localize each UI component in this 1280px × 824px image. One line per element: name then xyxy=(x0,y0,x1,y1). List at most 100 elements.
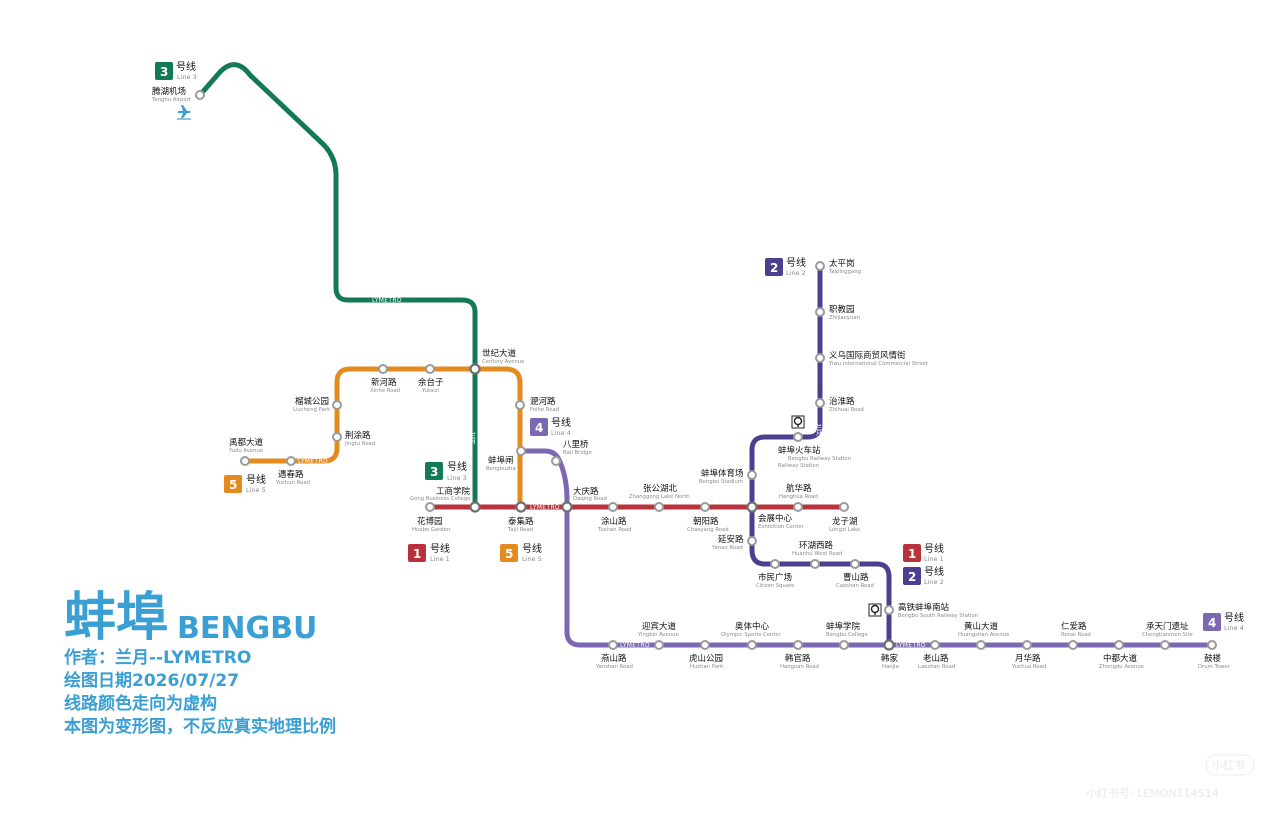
badge-line1-left[interactable]: 1 号线 Line 1 xyxy=(408,542,450,563)
station-zhongdu[interactable] xyxy=(1114,640,1124,650)
station-yutai[interactable] xyxy=(425,364,435,374)
svg-text:Tushan Road: Tushan Road xyxy=(597,527,631,533)
svg-text:治淮路: 治淮路 xyxy=(829,396,855,407)
badge-line4-west[interactable]: 4 号线 Line 4 xyxy=(530,416,571,437)
station-hanghua[interactable] xyxy=(793,502,803,512)
station-longzihu[interactable] xyxy=(839,502,849,512)
station-yingbin[interactable] xyxy=(654,640,664,650)
label-gulou: 鼓楼 Drum Tower xyxy=(1198,653,1231,670)
station-stadium[interactable] xyxy=(747,470,757,480)
station-tenghu[interactable] xyxy=(195,90,205,100)
station-xinhe[interactable] xyxy=(378,364,388,374)
station-yuchun[interactable] xyxy=(286,456,296,466)
station-huangshan[interactable] xyxy=(976,640,986,650)
station-olympic[interactable] xyxy=(747,640,757,650)
svg-text:Liucheng Park: Liucheng Park xyxy=(293,407,331,413)
station-college[interactable] xyxy=(839,640,849,650)
station-huabo[interactable] xyxy=(425,502,435,512)
svg-text:1: 1 xyxy=(908,547,916,561)
svg-text:老山路: 老山路 xyxy=(923,653,949,664)
svg-text:Line 4: Line 4 xyxy=(551,429,571,437)
station-gongshang[interactable] xyxy=(469,501,481,513)
svg-text:太平岗: 太平岗 xyxy=(829,258,855,269)
svg-text:4: 4 xyxy=(535,421,543,435)
station-baliqiao[interactable] xyxy=(551,456,561,466)
badge-line5-bottom[interactable]: 5 号线 Line 5 xyxy=(500,542,542,563)
station-yiwu[interactable] xyxy=(815,353,825,363)
station-jingtu[interactable] xyxy=(332,432,342,442)
svg-text:Chengtianmen Site: Chengtianmen Site xyxy=(1142,632,1193,638)
station-bengbuzha[interactable] xyxy=(516,446,526,456)
station-feihe[interactable] xyxy=(515,400,525,410)
svg-text:2: 2 xyxy=(908,570,916,584)
line4-track xyxy=(518,448,1215,648)
station-taipinggang[interactable] xyxy=(815,261,825,271)
watermark: 小红书 小红书号: LEMON114514 xyxy=(1086,754,1255,800)
badge-line2-right[interactable]: 2 号线 Line 2 xyxy=(903,565,944,586)
station-yanshan[interactable] xyxy=(608,640,618,650)
svg-text:淝河路: 淝河路 xyxy=(530,396,556,407)
label-laoshan: 老山路 Laoshan Road xyxy=(918,653,955,670)
credit-line-1: 作者：兰月--LYMETRO xyxy=(64,647,251,668)
badge-line2-top[interactable]: 2 号线 Line 2 xyxy=(765,256,806,277)
station-laoshan[interactable] xyxy=(930,640,940,650)
svg-text:市民广场: 市民广场 xyxy=(758,572,792,583)
station-zhijiaoyuan[interactable] xyxy=(815,307,825,317)
station-shimin[interactable] xyxy=(770,559,780,569)
badge-line3-mid[interactable]: 3 号线 Line 3 xyxy=(425,460,467,482)
svg-text:LYMETRO: LYMETRO xyxy=(530,504,560,511)
station-hanjia[interactable] xyxy=(883,639,895,651)
station-chaoyang[interactable] xyxy=(700,502,710,512)
svg-text:Citizen Square: Citizen Square xyxy=(756,583,794,589)
station-taiji[interactable] xyxy=(515,501,527,513)
station-daqing[interactable] xyxy=(561,501,573,513)
svg-text:Line 3: Line 3 xyxy=(177,73,197,81)
svg-text:八里桥: 八里桥 xyxy=(563,439,589,450)
station-huizhan[interactable] xyxy=(746,501,758,513)
svg-text:Line 5: Line 5 xyxy=(246,486,266,494)
label-yiwu: 义乌国际商贸风情街 Yiwu International Commercial … xyxy=(828,350,928,367)
station-huanhu[interactable] xyxy=(810,559,820,569)
station-southrail[interactable] xyxy=(884,605,894,615)
svg-text:韩官路: 韩官路 xyxy=(785,653,811,664)
svg-text:LYMETRO: LYMETRO xyxy=(298,458,328,465)
label-renai: 仁爱路 Renai Road xyxy=(1061,621,1091,638)
label-shimin: 市民广场 Citizen Square xyxy=(756,572,794,589)
svg-text:LYMETRO: LYMETRO xyxy=(372,297,402,304)
label-daqing: 大庆路 Daqing Road xyxy=(573,486,607,502)
station-hanguan[interactable] xyxy=(793,640,803,650)
svg-text:Yuehua Road: Yuehua Road xyxy=(1011,664,1046,670)
label-yuchun: 遇春路 Yuchun Road xyxy=(275,469,310,486)
line2-track xyxy=(749,263,892,648)
station-caoshan[interactable] xyxy=(850,559,860,569)
station-century[interactable] xyxy=(469,363,481,375)
station-hushan[interactable] xyxy=(700,640,710,650)
station-railway[interactable] xyxy=(793,432,803,442)
svg-text:蚌埠学院: 蚌埠学院 xyxy=(826,621,861,632)
svg-text:新河路: 新河路 xyxy=(371,377,397,388)
station-yanan[interactable] xyxy=(747,536,757,546)
badge-line3-top[interactable]: 3 号线 Line 3 xyxy=(155,60,197,81)
badge-line1-right[interactable]: 1 号线 Line 1 xyxy=(903,542,944,563)
svg-text:鼓楼: 鼓楼 xyxy=(1204,653,1222,664)
station-renai[interactable] xyxy=(1068,640,1078,650)
station-yuehua[interactable] xyxy=(1022,640,1032,650)
station-gulou[interactable] xyxy=(1207,640,1217,650)
station-tushan[interactable] xyxy=(608,502,618,512)
svg-text:Huangshan Avenue: Huangshan Avenue xyxy=(958,632,1009,638)
label-feihe: 淝河路 Feihe Road xyxy=(530,396,559,413)
svg-text:仁爱路: 仁爱路 xyxy=(1061,621,1087,632)
station-liucheng[interactable] xyxy=(332,400,342,410)
station-zhanggong[interactable] xyxy=(654,502,664,512)
badge-line4-east[interactable]: 4 号线 Line 4 xyxy=(1203,611,1244,632)
station-chengtian[interactable] xyxy=(1160,640,1170,650)
credit-line-4: 本图为变形图，不反应真实地理比例 xyxy=(64,716,336,737)
station-yudu[interactable] xyxy=(240,456,250,466)
svg-text:Drum Tower: Drum Tower xyxy=(1198,664,1231,670)
svg-text:大庆路: 大庆路 xyxy=(573,486,599,497)
credit-line-2: 绘图日期2026/07/27 xyxy=(64,670,239,691)
badge-line5-left[interactable]: 5 号线 Line 5 xyxy=(224,473,266,494)
station-zhihuai[interactable] xyxy=(815,398,825,408)
svg-text:Olympic Sports Center: Olympic Sports Center xyxy=(721,632,782,638)
label-stadium: 蚌埠体育场 Bengbu Stadium xyxy=(699,468,744,485)
